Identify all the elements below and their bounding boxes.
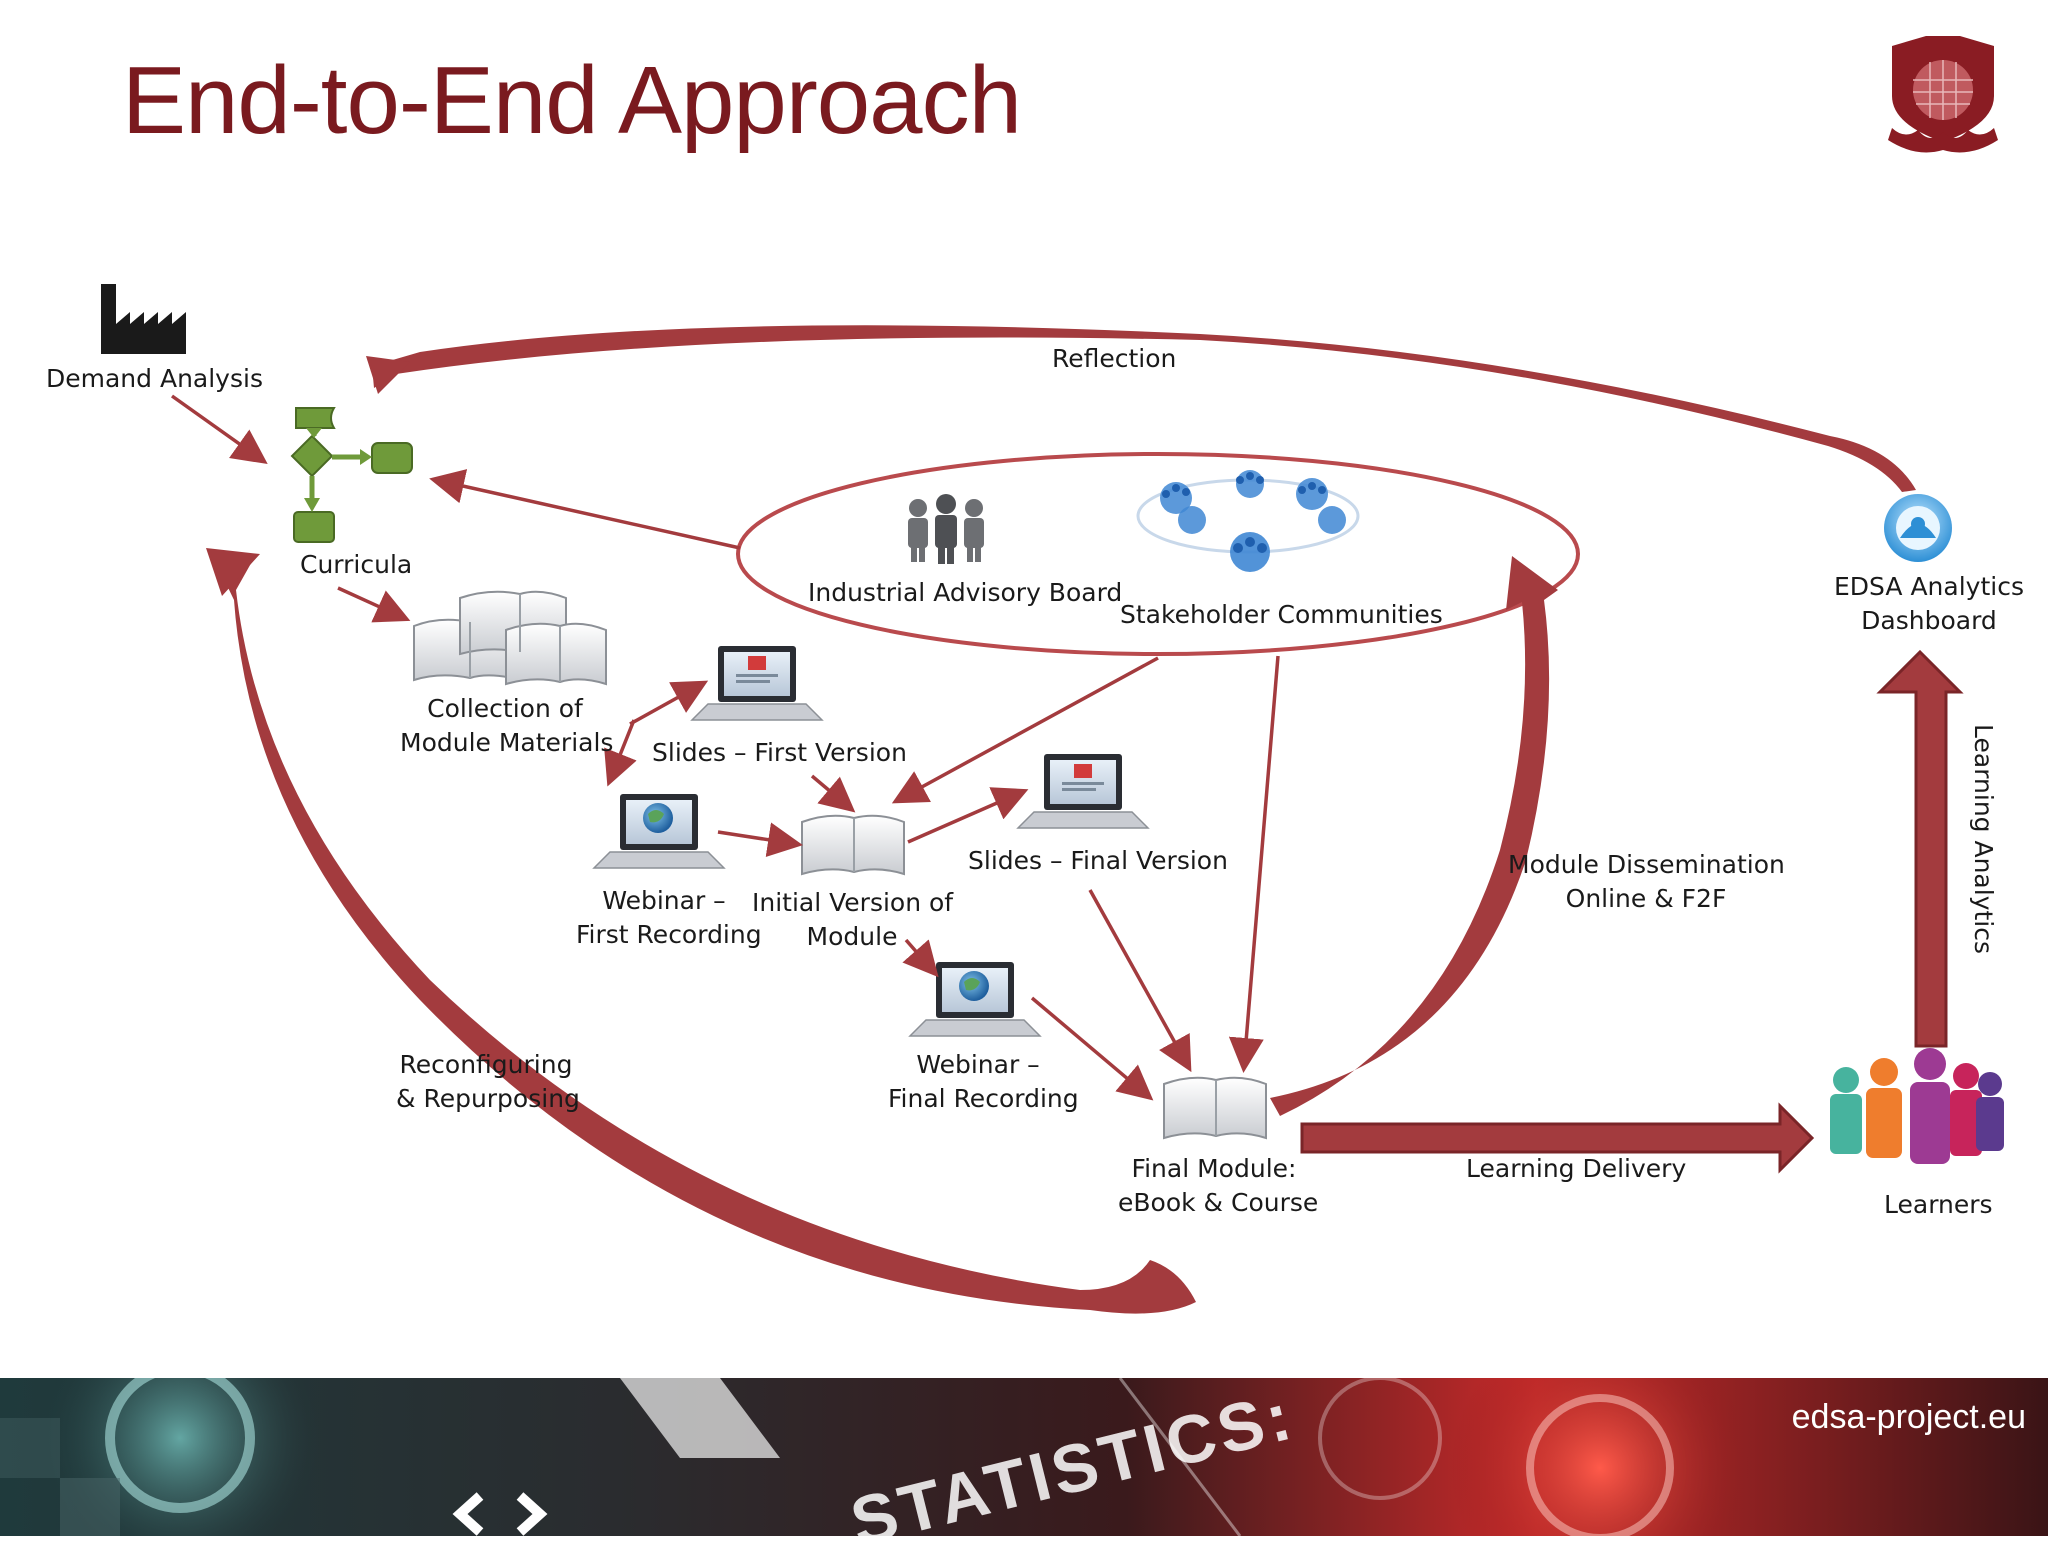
- initial-module-label-line1: Initial Version of: [752, 888, 954, 917]
- arrow-initial-to-webinar-final: [902, 938, 939, 978]
- dashboard-label: EDSA Analytics Dashboard: [1834, 570, 2024, 638]
- arrow-curricula-to-collection: [337, 586, 411, 623]
- reconfiguring-label-line2: & Repurposing: [396, 1084, 580, 1113]
- initial-module-label-line2: Module: [806, 922, 898, 951]
- initial-module-label: Initial Version of Module: [752, 886, 954, 954]
- webinar-first-label-line1: Webinar –: [602, 886, 726, 915]
- learning-analytics-label: Learning Analytics: [1969, 724, 1998, 955]
- webinar-final-label-line2: Final Recording: [888, 1084, 1079, 1113]
- webinar-first-label: Webinar – First Recording: [576, 884, 762, 952]
- final-module-label: Final Module: eBook & Course: [1118, 1152, 1319, 1220]
- laptop-slides-icon: [1016, 754, 1150, 829]
- arrow-collection-to-slides: [629, 680, 709, 726]
- open-book-icon: [801, 814, 905, 876]
- learning-delivery-arrow: [1300, 1102, 1815, 1174]
- dissemination-arrow: [1270, 556, 1558, 1116]
- reconfiguring-label: Reconfiguring & Repurposing: [396, 1048, 580, 1116]
- arrow-collection-to-webinar: [604, 719, 637, 787]
- slide-title: End-to-End Approach: [122, 47, 1022, 154]
- dashboard-label-line1: EDSA Analytics: [1834, 572, 2024, 601]
- laptop-globe-icon: [592, 794, 726, 869]
- footer-banner: [0, 1378, 2048, 1536]
- slides-final-label: Slides – Final Version: [968, 846, 1228, 875]
- people-group-icon: [908, 494, 984, 564]
- webinar-final-label: Webinar – Final Recording: [888, 1048, 1079, 1116]
- reconfiguring-label-line1: Reconfiguring: [399, 1050, 573, 1079]
- arrow-stakeholders-to-final: [1228, 655, 1280, 1073]
- stakeholder-ellipse: [736, 452, 1580, 656]
- learners-label: Learners: [1884, 1190, 1993, 1219]
- reflection-arrow: [372, 325, 1916, 492]
- footer-url[interactable]: edsa-project.eu: [1791, 1398, 2026, 1436]
- stakeholders-label: Stakeholder Communities: [1120, 600, 1443, 629]
- learning-delivery-label: Learning Delivery: [1466, 1154, 1687, 1183]
- arrow-board-to-curricula: [429, 469, 741, 550]
- webinar-final-label-line1: Webinar –: [916, 1050, 1040, 1079]
- arrow-slides-to-initial: [810, 774, 856, 813]
- learning-analytics-arrow: [1876, 649, 1964, 1048]
- dissemination-label-line2: Online & F2F: [1565, 884, 1727, 913]
- analytics-dashboard-icon: [1884, 494, 1952, 562]
- community-network-icon: [1136, 470, 1360, 572]
- dissemination-label-line1: Module Dissemination: [1508, 850, 1785, 879]
- arrow-demand-to-curricula: [170, 394, 268, 465]
- curricula-label: Curricula: [300, 550, 413, 579]
- collection-label-line1: Collection of: [427, 694, 583, 723]
- reflection-label: Reflection: [1052, 344, 1177, 373]
- arrow-stakeholders-to-initial: [891, 656, 1159, 804]
- open-book-icon: [1163, 1076, 1267, 1140]
- slides-first-label: Slides – First Version: [652, 738, 907, 767]
- arrow-initial-to-slides-final: [907, 787, 1029, 844]
- collection-label-line2: Module Materials: [400, 728, 614, 757]
- final-module-label-line1: Final Module:: [1131, 1154, 1297, 1183]
- arrow-slides-final-to-final: [1088, 889, 1192, 1073]
- advisory-board-label: Industrial Advisory Board: [808, 578, 1123, 607]
- arrow-webinar-to-initial: [717, 822, 803, 858]
- open-books-icon: [413, 590, 607, 686]
- footer-background: [0, 1378, 2048, 1536]
- demand-analysis-label: Demand Analysis: [46, 364, 263, 393]
- webinar-first-label-line2: First Recording: [576, 920, 762, 949]
- collection-label: Collection of Module Materials: [400, 692, 614, 760]
- arrow-webinar-final-to-final: [1030, 996, 1154, 1101]
- laptop-globe-icon: [908, 962, 1042, 1037]
- laptop-slides-icon: [690, 646, 824, 721]
- learners-icon: [1830, 1048, 2004, 1164]
- flowchart-icon: [290, 407, 413, 543]
- final-module-label-line2: eBook & Course: [1118, 1188, 1319, 1217]
- university-crest-icon: [1888, 36, 1998, 153]
- dashboard-label-line2: Dashboard: [1861, 606, 1997, 635]
- factory-icon: [101, 284, 186, 354]
- dissemination-label: Module Dissemination Online & F2F: [1508, 848, 1785, 916]
